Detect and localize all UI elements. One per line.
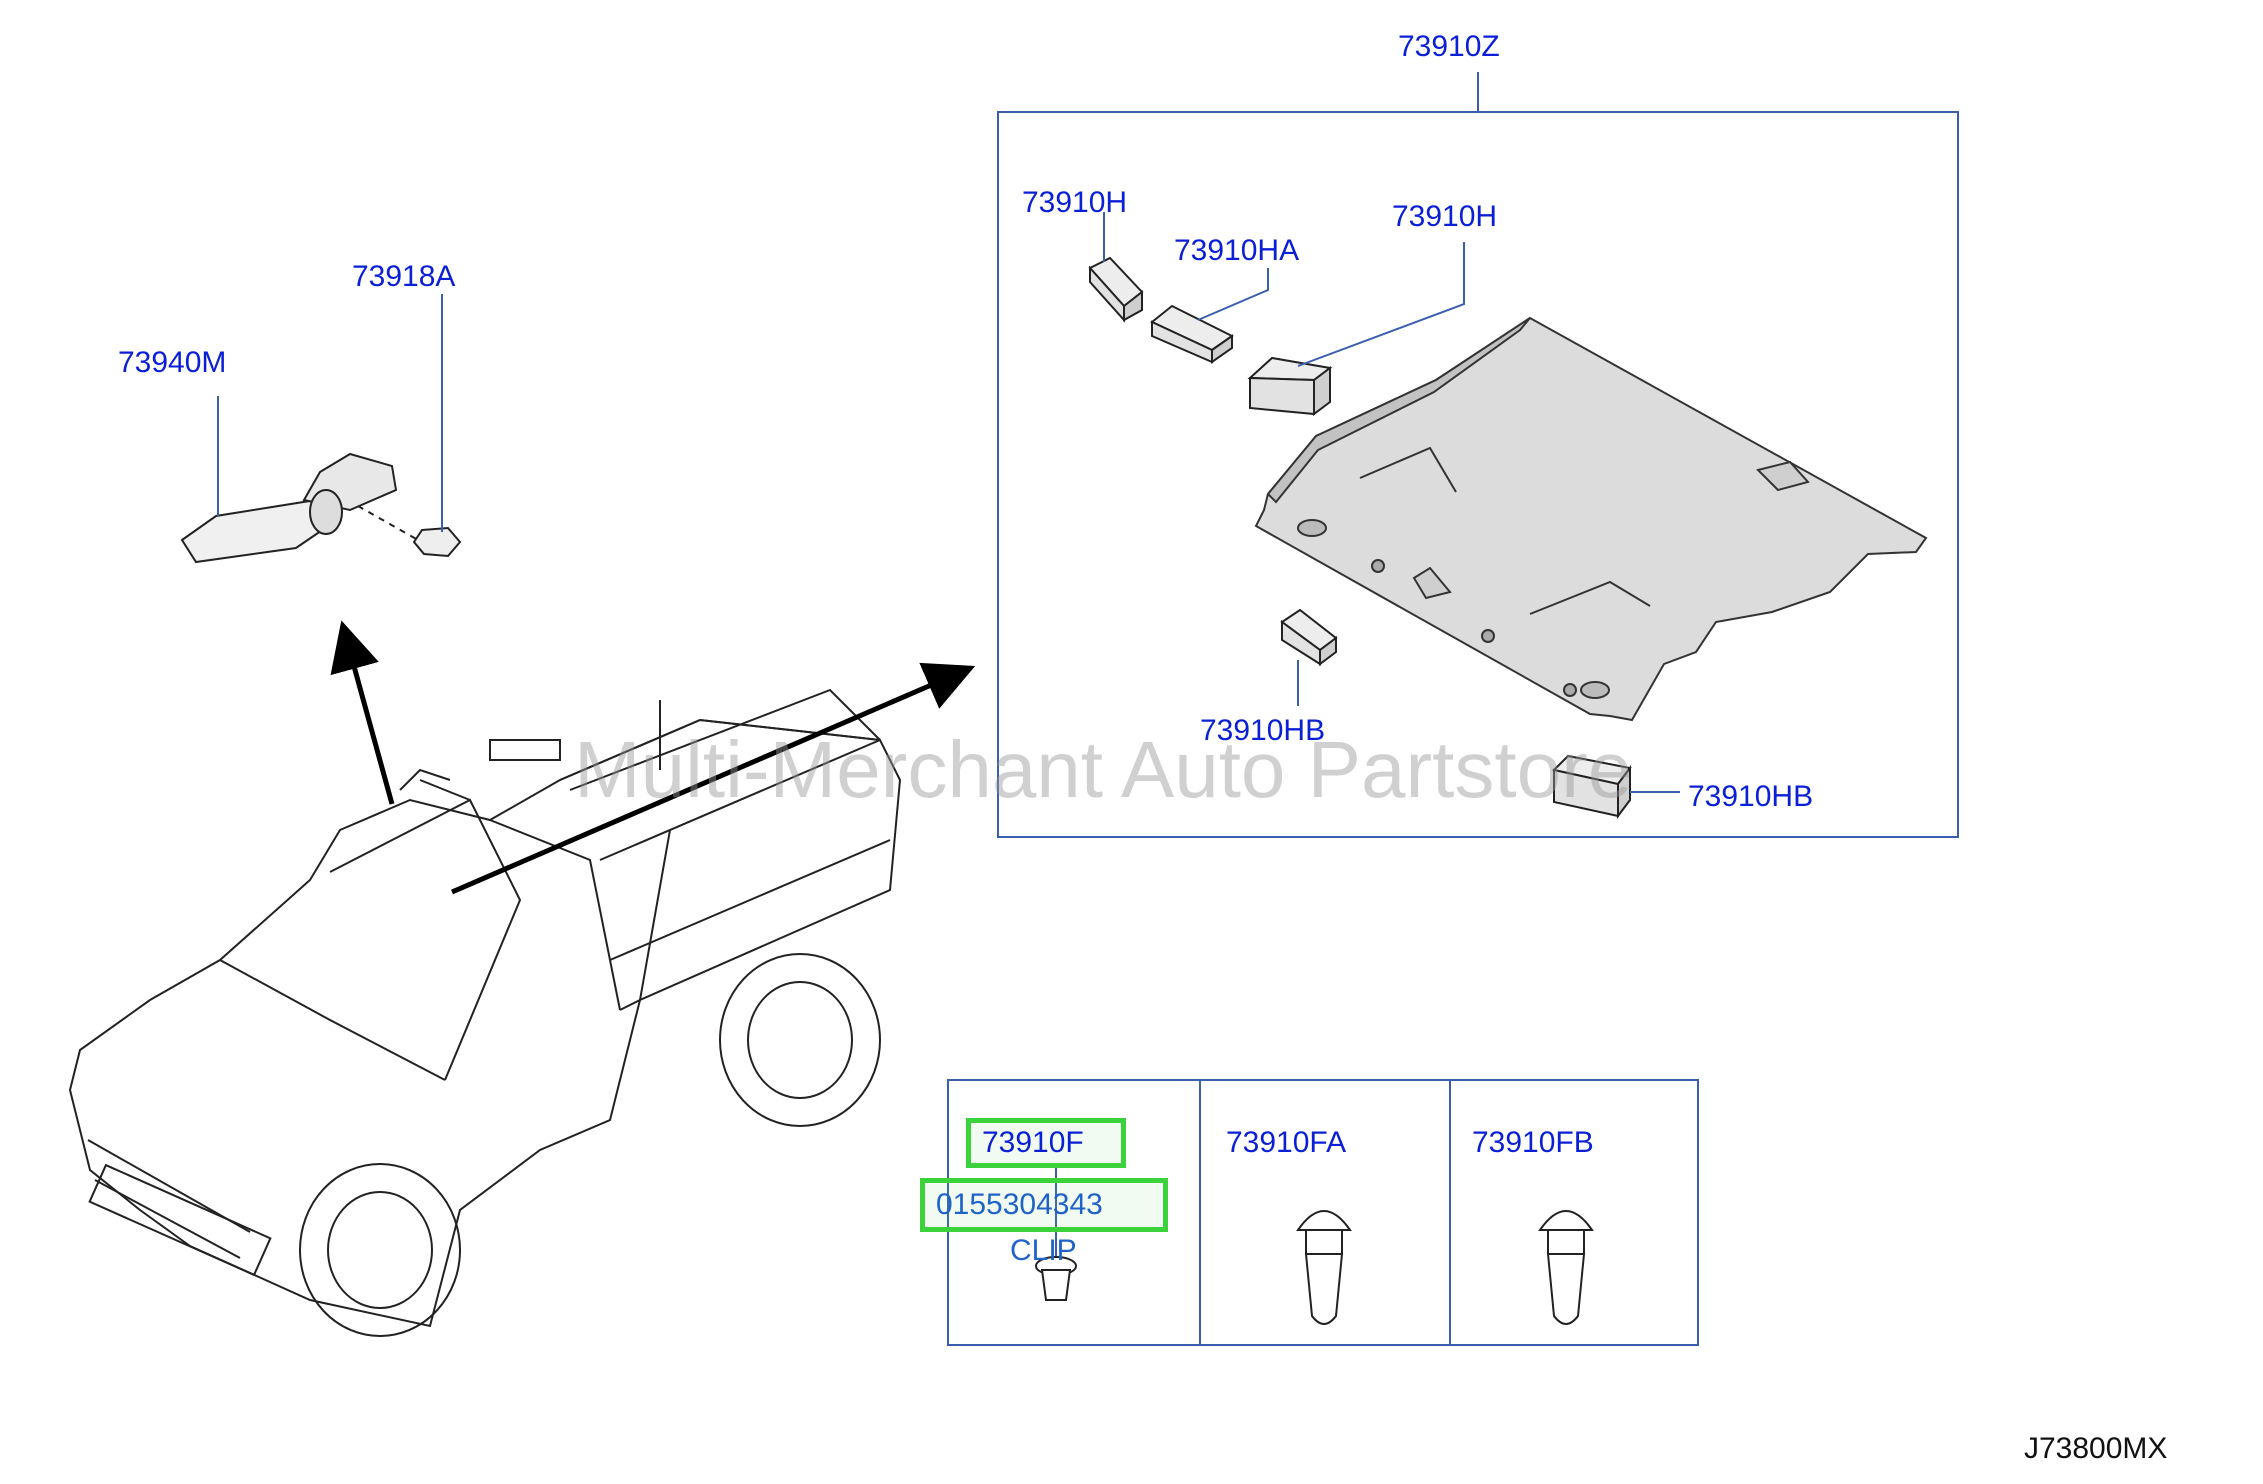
arrow-to-assist-grip [330, 620, 395, 805]
pad-73910HB-lower [1280, 608, 1338, 666]
highlight-73910F [966, 1118, 1126, 1168]
label-73910FB[interactable]: 73910FB [1472, 1126, 1594, 1159]
label-73910H-right[interactable]: 73910H [1392, 200, 1498, 233]
pad-73910H-left [1088, 256, 1144, 323]
watermark-text: Multi-Merchant Auto Partstore [574, 725, 1633, 814]
label-73918A[interactable]: 73918A [352, 260, 456, 293]
label-73940M[interactable]: 73940M [118, 346, 227, 379]
arrow-to-headlining [451, 662, 976, 895]
label-73910HB-right[interactable]: 73910HB [1688, 780, 1814, 813]
pad-73910HB-right [1551, 754, 1632, 819]
headliner-panel [1254, 316, 1928, 722]
label-part-number[interactable]: 0155304343 [936, 1188, 1103, 1221]
assist-grip [180, 452, 398, 564]
clip-box-3 [1449, 1079, 1699, 1346]
label-73910H-left[interactable]: 73910H [1022, 186, 1128, 219]
pickup-truck [68, 688, 902, 1337]
label-73910HA[interactable]: 73910HA [1174, 234, 1300, 267]
leader-73910H-right [1297, 242, 1465, 367]
clip-73910F-shape [1035, 1256, 1077, 1301]
label-73910HB-lower[interactable]: 73910HB [1200, 714, 1326, 747]
label-clip-name: CLIP [1010, 1234, 1077, 1267]
leader-73910HA [1197, 268, 1269, 321]
drawing-code: J73800MX [2024, 1432, 2168, 1465]
highlight-part-number [920, 1178, 1168, 1232]
screw [357, 505, 462, 558]
label-73910Z[interactable]: 73910Z [1398, 30, 1500, 63]
clip-73910FB-shape [1538, 1210, 1594, 1325]
pad-73910HA [1150, 304, 1234, 364]
label-73910FA[interactable]: 73910FA [1226, 1126, 1347, 1159]
clip-73910FA-shape [1296, 1210, 1352, 1325]
pad-73910H-right [1247, 356, 1333, 416]
label-73910F[interactable]: 73910F [982, 1126, 1084, 1159]
